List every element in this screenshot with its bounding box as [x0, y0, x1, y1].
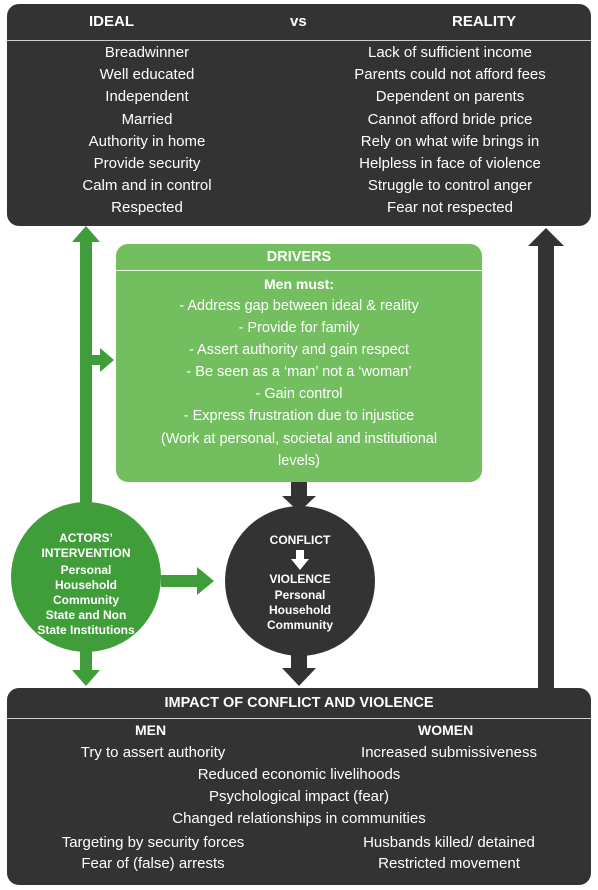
reality-list: Lack of sufficient income Parents could … [310, 42, 590, 220]
actors-to-conflict-arrowhead [197, 567, 214, 595]
vs-heading: vs [290, 13, 307, 30]
men-impact: Try to assert authority [80, 744, 226, 761]
actors-level: State Institutions [37, 623, 135, 637]
driver-item: - Gain control [255, 386, 343, 403]
conflict-label: CONFLICT [269, 533, 331, 547]
shared-impact: Reduced economic livelihoods [197, 766, 401, 783]
ideal-item: Authority in home [88, 132, 206, 150]
impact-row: Try to assert authority Increased submis… [7, 742, 591, 764]
actors-level: Community [53, 593, 119, 607]
reality-item: Cannot afford bride price [367, 110, 533, 128]
drivers-note: (Work at personal, societal and institut… [160, 430, 438, 469]
left-green-arrowhead-up [72, 226, 100, 242]
women-impact: Increased submissiveness [361, 744, 537, 761]
violence-level: Personal [274, 588, 326, 602]
ideal-item: Married [121, 110, 173, 128]
actors-title-line: ACTORS’ [59, 531, 113, 545]
ideal-vs-reality-header: IDEAL vs REALITY [7, 4, 591, 41]
right-dark-arrowhead-up [528, 228, 564, 246]
men-impact: Fear of (false) arrests [81, 855, 225, 872]
down-arrow-icon [291, 550, 309, 570]
women-impact: Husbands killed/ detained [363, 834, 535, 851]
reality-item: Dependent on parents [375, 88, 525, 106]
reality-item: Struggle to control anger [367, 177, 533, 195]
conflict-to-impact-arrowhead [282, 668, 316, 686]
actors-to-conflict-shaft [161, 575, 199, 587]
impact-row: Targeting by security forces Husbands ki… [7, 832, 591, 854]
driver-item: - Provide for family [238, 320, 360, 337]
shared-impact: Changed relationships in communities [172, 810, 426, 827]
drivers-green-shaft [92, 355, 102, 365]
ideal-item: Well educated [99, 66, 195, 84]
drivers-to-conflict-arrowhead [282, 496, 316, 512]
reality-item: Parents could not afford fees [354, 66, 546, 84]
ideal-item: Respected [111, 199, 183, 217]
drivers-box: DRIVERS Men must: - Address gap between … [116, 244, 482, 482]
ideal-item: Breadwinner [104, 44, 190, 61]
drivers-green-arrowhead [100, 348, 114, 372]
violence-level: Community [267, 618, 333, 632]
shared-impact: Psychological impact (fear) [208, 788, 390, 805]
reality-heading: REALITY [452, 13, 517, 30]
impact-row: Fear of (false) arrests Restricted movem… [7, 853, 591, 875]
actors-levels: Personal Household Community State and N… [11, 563, 161, 638]
actors-level: Household [55, 578, 117, 592]
reality-item: Lack of sufficient income [368, 44, 532, 61]
women-heading: WOMEN [418, 722, 474, 738]
actors-intervention-circle: ACTORS’ INTERVENTION Personal Household … [11, 502, 161, 652]
violence-levels: Personal Household Community [225, 588, 375, 633]
men-impact: Targeting by security forces [61, 834, 245, 851]
ideal-item: Independent [105, 88, 189, 106]
conflict-violence-circle: CONFLICT VIOLENCE Personal Household Com… [225, 506, 375, 656]
actors-level: State and Non [45, 608, 127, 622]
drivers-title: DRIVERS [116, 244, 482, 271]
driver-item: - Express frustration due to injustice [183, 408, 415, 425]
women-impact: Restricted movement [378, 855, 520, 872]
violence-label: VIOLENCE [269, 572, 331, 586]
ideal-heading: IDEAL [89, 13, 134, 30]
violence-level: Household [269, 603, 331, 617]
ideal-item: Provide security [93, 155, 201, 173]
driver-item: - Assert authority and gain respect [188, 342, 410, 359]
actors-title-line: INTERVENTION [41, 546, 131, 560]
drivers-to-conflict-shaft [291, 482, 307, 498]
driver-item: - Address gap between ideal & reality [179, 298, 419, 314]
conflict-to-impact-shaft [291, 654, 307, 672]
left-green-arrowhead-down [72, 670, 100, 686]
reality-item: Helpless in face of violence [359, 155, 541, 173]
actors-level: Personal [60, 563, 112, 577]
actors-title: ACTORS’ INTERVENTION [11, 531, 161, 561]
ideal-item: Calm and in control [82, 177, 212, 195]
men-heading: MEN [135, 722, 167, 738]
reality-item: Fear not respected [387, 199, 513, 217]
ideal-vs-reality-box: IDEAL vs REALITY Breadwinner Well educat… [7, 4, 591, 226]
ideal-list: Breadwinner Well educated Independent Ma… [7, 42, 287, 220]
right-dark-shaft [538, 244, 554, 688]
impact-title: IMPACT OF CONFLICT AND VIOLENCE [7, 688, 591, 719]
reality-item: Rely on what wife brings in [360, 132, 540, 150]
impact-box: IMPACT OF CONFLICT AND VIOLENCE MEN WOME… [7, 688, 591, 885]
driver-item: - Be seen as a ‘man’ not a ‘woman’ [186, 364, 412, 381]
drivers-subtitle: Men must: [264, 276, 334, 292]
